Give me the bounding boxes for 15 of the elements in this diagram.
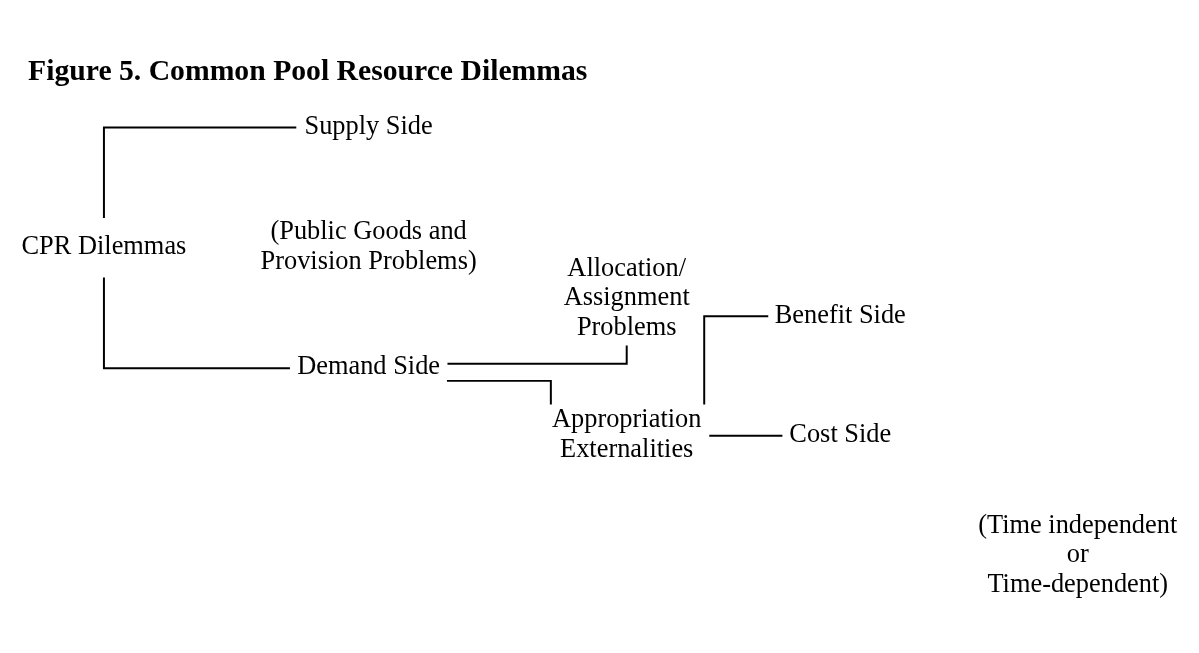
connector bbox=[445, 379, 552, 405]
diagram-title: Figure 5. Common Pool Resource Dilemmas bbox=[28, 53, 588, 86]
node-text: Appropriation Externalities bbox=[551, 402, 702, 463]
connector bbox=[102, 276, 291, 369]
node-text: Supply Side bbox=[304, 109, 433, 140]
node-text: Demand Side bbox=[297, 349, 441, 380]
connector bbox=[102, 125, 298, 219]
connector bbox=[708, 434, 784, 437]
node-label: (Public Goods and Provision Problems) bbox=[260, 214, 477, 275]
connector bbox=[703, 314, 770, 405]
node-text: Allocation/ Assignment Problems bbox=[563, 251, 690, 341]
node-text: Benefit Side bbox=[774, 298, 906, 329]
node-text: CPR Dilemmas bbox=[21, 229, 187, 260]
label: (Time independent or Time-dependent) bbox=[978, 508, 1178, 598]
node-text: Cost Side bbox=[789, 417, 892, 448]
